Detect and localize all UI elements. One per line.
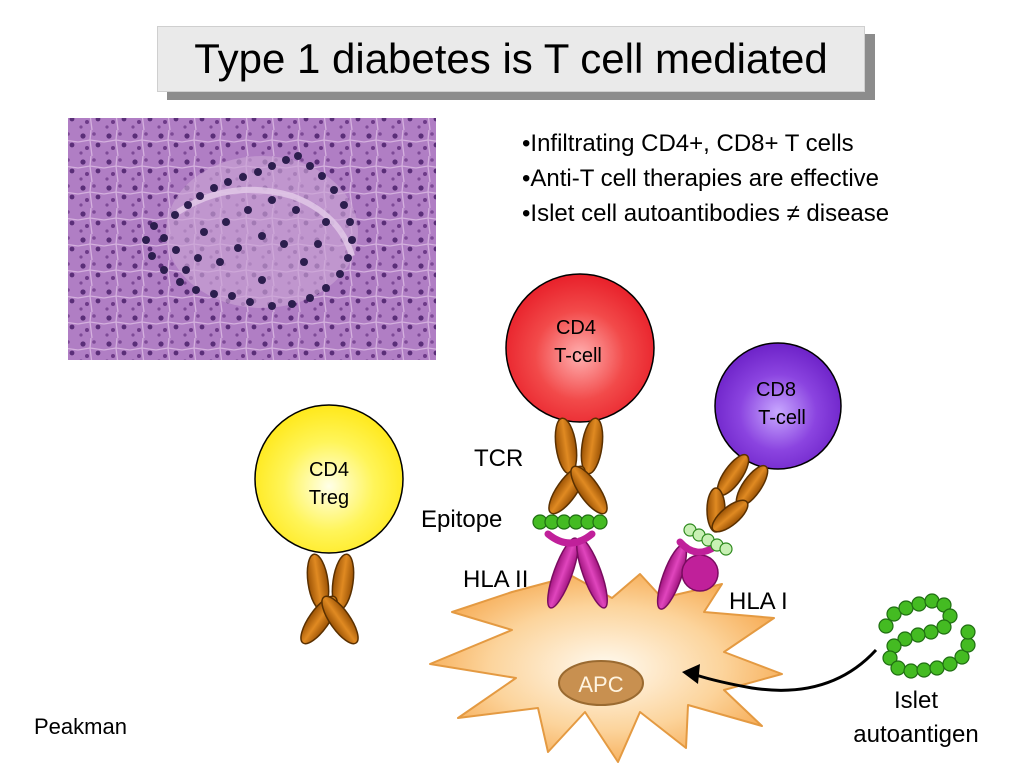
cd8-tcell-sublabel: T-cell	[758, 407, 806, 429]
epitope-peptide-cd4	[532, 514, 608, 530]
slide-title: Type 1 diabetes is T cell mediated	[194, 35, 828, 82]
cd4-treg: CD4 Treg	[254, 404, 404, 554]
tcr-receptor-cd4	[548, 417, 608, 515]
histology-image	[68, 118, 436, 360]
title-banner: Type 1 diabetes is T cell mediated	[157, 26, 875, 100]
bullet-item: •Anti-T cell therapies are effective	[522, 165, 880, 192]
cd8-tcell-label: CD8	[756, 379, 796, 401]
credit-text: Peakman	[34, 714, 127, 739]
islet-label: Islet	[894, 687, 938, 714]
apc-label: APC	[578, 672, 623, 697]
cd4-tcell: CD4 T-cell	[505, 273, 655, 423]
title-box: Type 1 diabetes is T cell mediated	[157, 26, 865, 92]
bullet-list: •Infiltrating CD4+, CD8+ T cells •Anti-T…	[522, 126, 889, 231]
cd4-tcell-sublabel: T-cell	[554, 345, 602, 367]
apc-nucleus	[558, 660, 644, 706]
tcr-receptor-cd8	[706, 453, 769, 533]
epitope-peptide-cd8	[683, 523, 733, 556]
hla-ii-molecule	[544, 530, 608, 609]
autoantigen-label: autoantigen	[853, 721, 978, 748]
cd4-tcell-label: CD4	[556, 317, 596, 339]
tcr-label: TCR	[474, 445, 523, 472]
treg-sublabel: Treg	[309, 487, 349, 509]
uptake-arrow	[682, 648, 878, 692]
epitope-label: Epitope	[421, 506, 502, 533]
treg-label: CD4	[309, 459, 349, 481]
hla-ii-label: HLA II	[463, 566, 528, 593]
bullet-item: •Infiltrating CD4+, CD8+ T cells	[522, 130, 854, 157]
cd8-tcell: CD8 T-cell	[714, 342, 842, 470]
hla-i-label: HLA I	[729, 588, 788, 615]
treg-receptor	[300, 553, 359, 645]
islet-autoantigen-chain	[878, 593, 976, 679]
bullet-item: •Islet cell autoantibodies ≠ disease	[522, 200, 890, 227]
